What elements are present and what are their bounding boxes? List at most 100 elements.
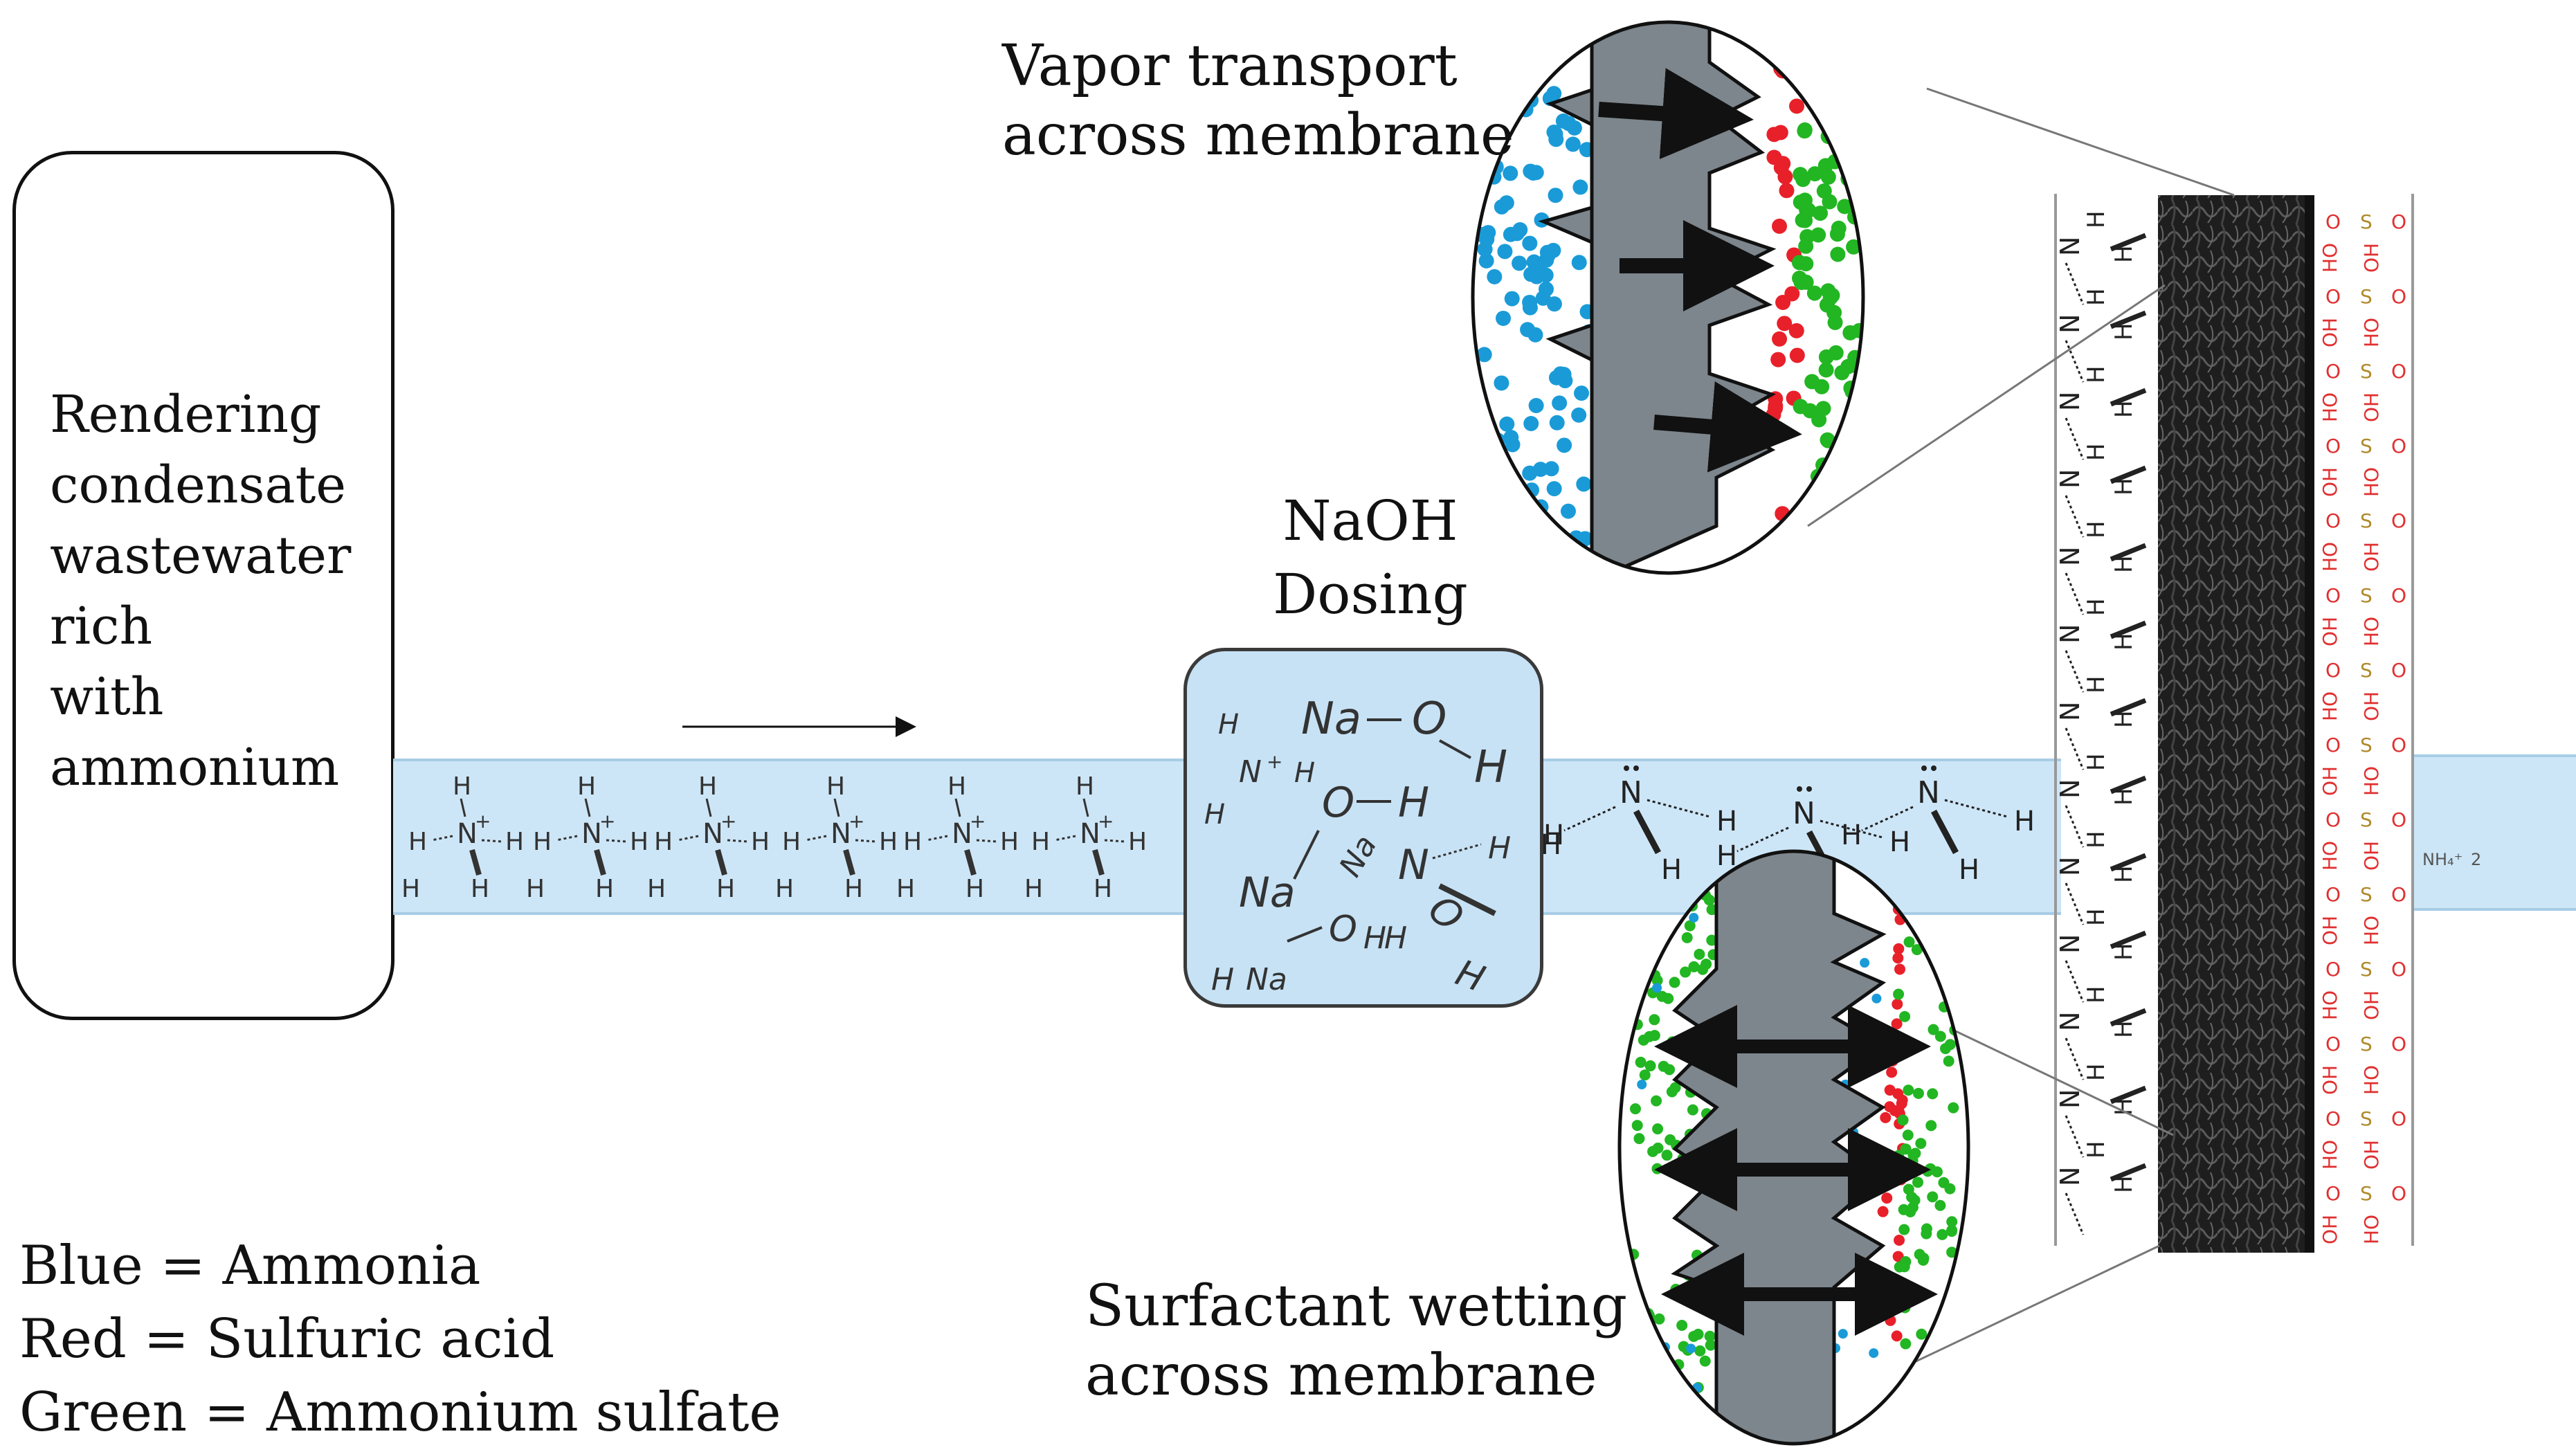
ammonium-h: H bbox=[471, 875, 489, 903]
column-h: H bbox=[2083, 443, 2110, 461]
ammonium-n: N bbox=[702, 818, 723, 850]
ammonium-h: H bbox=[1031, 828, 1050, 856]
ammonia-particle bbox=[1476, 347, 1492, 363]
bond bbox=[2110, 465, 2147, 484]
acid-o: O bbox=[2325, 734, 2341, 756]
ammonia-particle bbox=[1511, 511, 1527, 527]
ammonium-sulfate-particle bbox=[1930, 944, 1942, 956]
ammonium-sulfate-particle bbox=[1820, 283, 1836, 299]
legend: Blue = Ammonia Red = Sulfuric acid Green… bbox=[19, 1229, 781, 1449]
ammonium-sulfate-particle bbox=[1811, 227, 1826, 243]
ammonium-sulfate-particle bbox=[1657, 927, 1669, 938]
ammonia-particle bbox=[1500, 488, 1516, 504]
ammonium-sulfate-particle bbox=[1830, 89, 1846, 105]
ammonia-particle bbox=[1574, 385, 1590, 401]
sulfuric-acid-particle bbox=[1884, 1085, 1896, 1096]
acid-o: O bbox=[2391, 360, 2406, 383]
subscript-label: 2 bbox=[2471, 850, 2481, 869]
oxygen-label: O bbox=[1419, 887, 1472, 941]
ammonium-sulfate-particle bbox=[1915, 1138, 1927, 1150]
acid-s: S bbox=[2360, 659, 2373, 682]
ammonium-sulfate-particle bbox=[1661, 1150, 1673, 1161]
ammonium-h: H bbox=[947, 772, 966, 801]
ammonium-sulfate-particle bbox=[1898, 1204, 1910, 1215]
ammonium-sulfate-particle bbox=[1893, 988, 1905, 1000]
acid-oh: HO bbox=[2319, 1140, 2341, 1170]
sulfuric-acid-particle bbox=[1766, 149, 1782, 165]
ammonia-particle bbox=[1520, 322, 1536, 338]
column-h: H bbox=[2083, 288, 2110, 306]
acid-o: O bbox=[2391, 734, 2406, 756]
ammonium-sulfate-particle bbox=[1813, 206, 1829, 221]
bond bbox=[1092, 848, 1105, 876]
bond bbox=[2110, 698, 2147, 717]
ammonium-sulfate-particle bbox=[1839, 97, 1855, 113]
sulfuric-acid-particle bbox=[1880, 1111, 1892, 1123]
membrane-module: NHHNHHNHHNHHNHHNHHNHHNHHNHHNHHNHHNHHNHH … bbox=[2054, 194, 2481, 1253]
column-n: N bbox=[2055, 702, 2085, 721]
ammonia-h: H bbox=[1541, 829, 1561, 861]
ammonium-sulfate-particle bbox=[1651, 1095, 1662, 1107]
ammonium-sulfate-particle bbox=[1948, 976, 1960, 988]
ammonia-particle bbox=[1850, 1134, 1860, 1145]
ammonium-h: H bbox=[879, 828, 898, 856]
ammonium-sulfate-particle bbox=[1700, 959, 1712, 970]
ammonium-sulfate-particle bbox=[1658, 1397, 1670, 1409]
ammonium-sulfate-particle bbox=[1944, 1183, 1956, 1195]
acid-o: O bbox=[2325, 509, 2341, 532]
transport-arrow-icon bbox=[1598, 68, 1754, 160]
hydrogen-label: H bbox=[1204, 799, 1225, 831]
ammonium-sulfate-particle bbox=[1937, 1314, 1949, 1326]
bond bbox=[2110, 543, 2147, 562]
sulfuric-acid-particle bbox=[1789, 347, 1805, 363]
ammonium-sulfate-particle bbox=[1912, 1177, 1924, 1188]
ammonium-sulfate-particle bbox=[1688, 961, 1700, 972]
column-n: N bbox=[2055, 314, 2085, 334]
acid-s: S bbox=[2360, 584, 2373, 607]
acid-o: O bbox=[2325, 584, 2341, 607]
bond bbox=[1287, 926, 1323, 943]
hydrogen-label: H bbox=[1384, 920, 1407, 956]
sulfuric-acid-particle bbox=[1892, 952, 1904, 964]
ammonium-sulfate-particle bbox=[1633, 1133, 1645, 1145]
ammonium-sulfate-particle bbox=[1638, 962, 1650, 974]
ammonium-charge: + bbox=[970, 810, 986, 833]
ammonium-h: H bbox=[782, 828, 801, 856]
nitrogen-label: N bbox=[1398, 841, 1429, 889]
ammonium-h: H bbox=[577, 772, 596, 801]
naoh-title-line-2: Dosing bbox=[1273, 562, 1468, 626]
ammonium-h: H bbox=[1000, 828, 1019, 856]
legend-ammonium-sulfate: Green = Ammonium sulfate bbox=[19, 1381, 781, 1444]
column-h: H bbox=[2083, 365, 2110, 383]
source-line-6: ammonium bbox=[50, 738, 340, 797]
column-h: H bbox=[2083, 598, 2110, 616]
bond bbox=[976, 839, 998, 843]
bond bbox=[2110, 310, 2147, 329]
bond bbox=[1633, 809, 1661, 855]
source-label: Rendering condensate wastewater rich wit… bbox=[50, 379, 351, 803]
ammonium-h: H bbox=[453, 772, 471, 801]
ammonium-sulfate-particle bbox=[1665, 1404, 1677, 1416]
acid-o: O bbox=[2391, 958, 2406, 981]
column-h: H bbox=[2083, 986, 2110, 1004]
column-n: N bbox=[2055, 1012, 2085, 1031]
column-h: H bbox=[2083, 908, 2110, 926]
ammonium-sulfate-particle bbox=[1822, 101, 1838, 117]
sulfuric-acid-particle bbox=[1881, 1192, 1893, 1204]
vapor-label-line-1: Vapor transport bbox=[1002, 33, 1458, 99]
acid-s: S bbox=[2360, 958, 2373, 981]
acid-s: S bbox=[2360, 285, 2373, 308]
ammonium-sulfate-particle bbox=[1652, 1123, 1664, 1135]
sulfuric-acid-particle bbox=[1779, 183, 1795, 199]
ammonium-sulfate-particle bbox=[1830, 246, 1846, 262]
ammonium-sulfate-particle bbox=[1829, 122, 1844, 138]
ammonia-particle bbox=[1543, 461, 1559, 477]
acid-oh: HO bbox=[2360, 1065, 2383, 1095]
bond bbox=[594, 848, 606, 876]
ammonium-sulfate-particle bbox=[1894, 1261, 1905, 1273]
acid-o: O bbox=[2325, 659, 2341, 682]
zoom-top-connector-2 bbox=[1807, 284, 2166, 527]
